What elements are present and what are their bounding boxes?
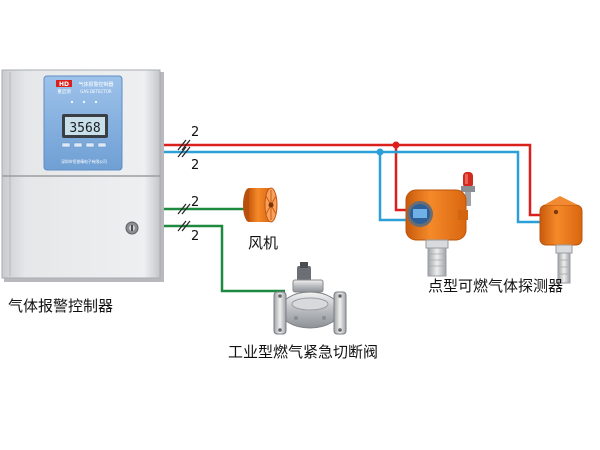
wires: 2 2 2 2 — [160, 125, 540, 293]
blue-junction-dot — [376, 148, 384, 156]
controller-label: 气体报警控制器 — [8, 297, 114, 315]
wire-count-valve: 2 — [191, 229, 199, 244]
lcd-reading: 3568 — [69, 121, 100, 136]
indicator-leds — [70, 100, 98, 104]
panel-subtitle: GAS DETECTOR — [80, 89, 112, 94]
red-wire — [160, 143, 540, 217]
lcd-screen — [65, 117, 105, 135]
wire-count-marks — [177, 139, 191, 232]
gas-detector-icon — [405, 172, 475, 277]
key-lock-icon — [125, 221, 139, 235]
wire-count-blue: 2 — [191, 158, 199, 173]
valve-label: 工业型燃气紧急切断阀 — [228, 343, 379, 361]
gas-alarm-controller: HD 重启测 气体报警控制器 GAS DETECTOR 3568 深圳市恒誉精电… — [1, 69, 164, 282]
fan-icon — [243, 187, 278, 223]
panel-title: 气体报警控制器 — [78, 81, 113, 88]
panel-buttons — [61, 142, 107, 148]
detector-label: 点型可燃气体探测器 — [428, 277, 564, 295]
blue-wire-branch — [378, 152, 408, 222]
brand-logo: HD — [59, 81, 69, 88]
gas-detector-icon — [539, 196, 583, 284]
fan-label: 风机 — [248, 234, 279, 252]
red-wire-branch — [394, 145, 408, 212]
alarm-lamp-icon — [461, 172, 475, 206]
green-wire-valve — [160, 224, 285, 293]
cut-off-valve-icon — [273, 262, 347, 335]
brand-logo-badge — [56, 80, 72, 87]
panel-footer-text: 深圳市恒誉精电子有限公司 — [61, 159, 107, 164]
wire-count-red: 2 — [191, 125, 199, 140]
blue-wire — [160, 150, 540, 224]
wire-count-fan: 2 — [191, 195, 199, 210]
brand-subtitle: 重启测 — [57, 88, 71, 95]
red-junction-dot — [392, 141, 400, 149]
